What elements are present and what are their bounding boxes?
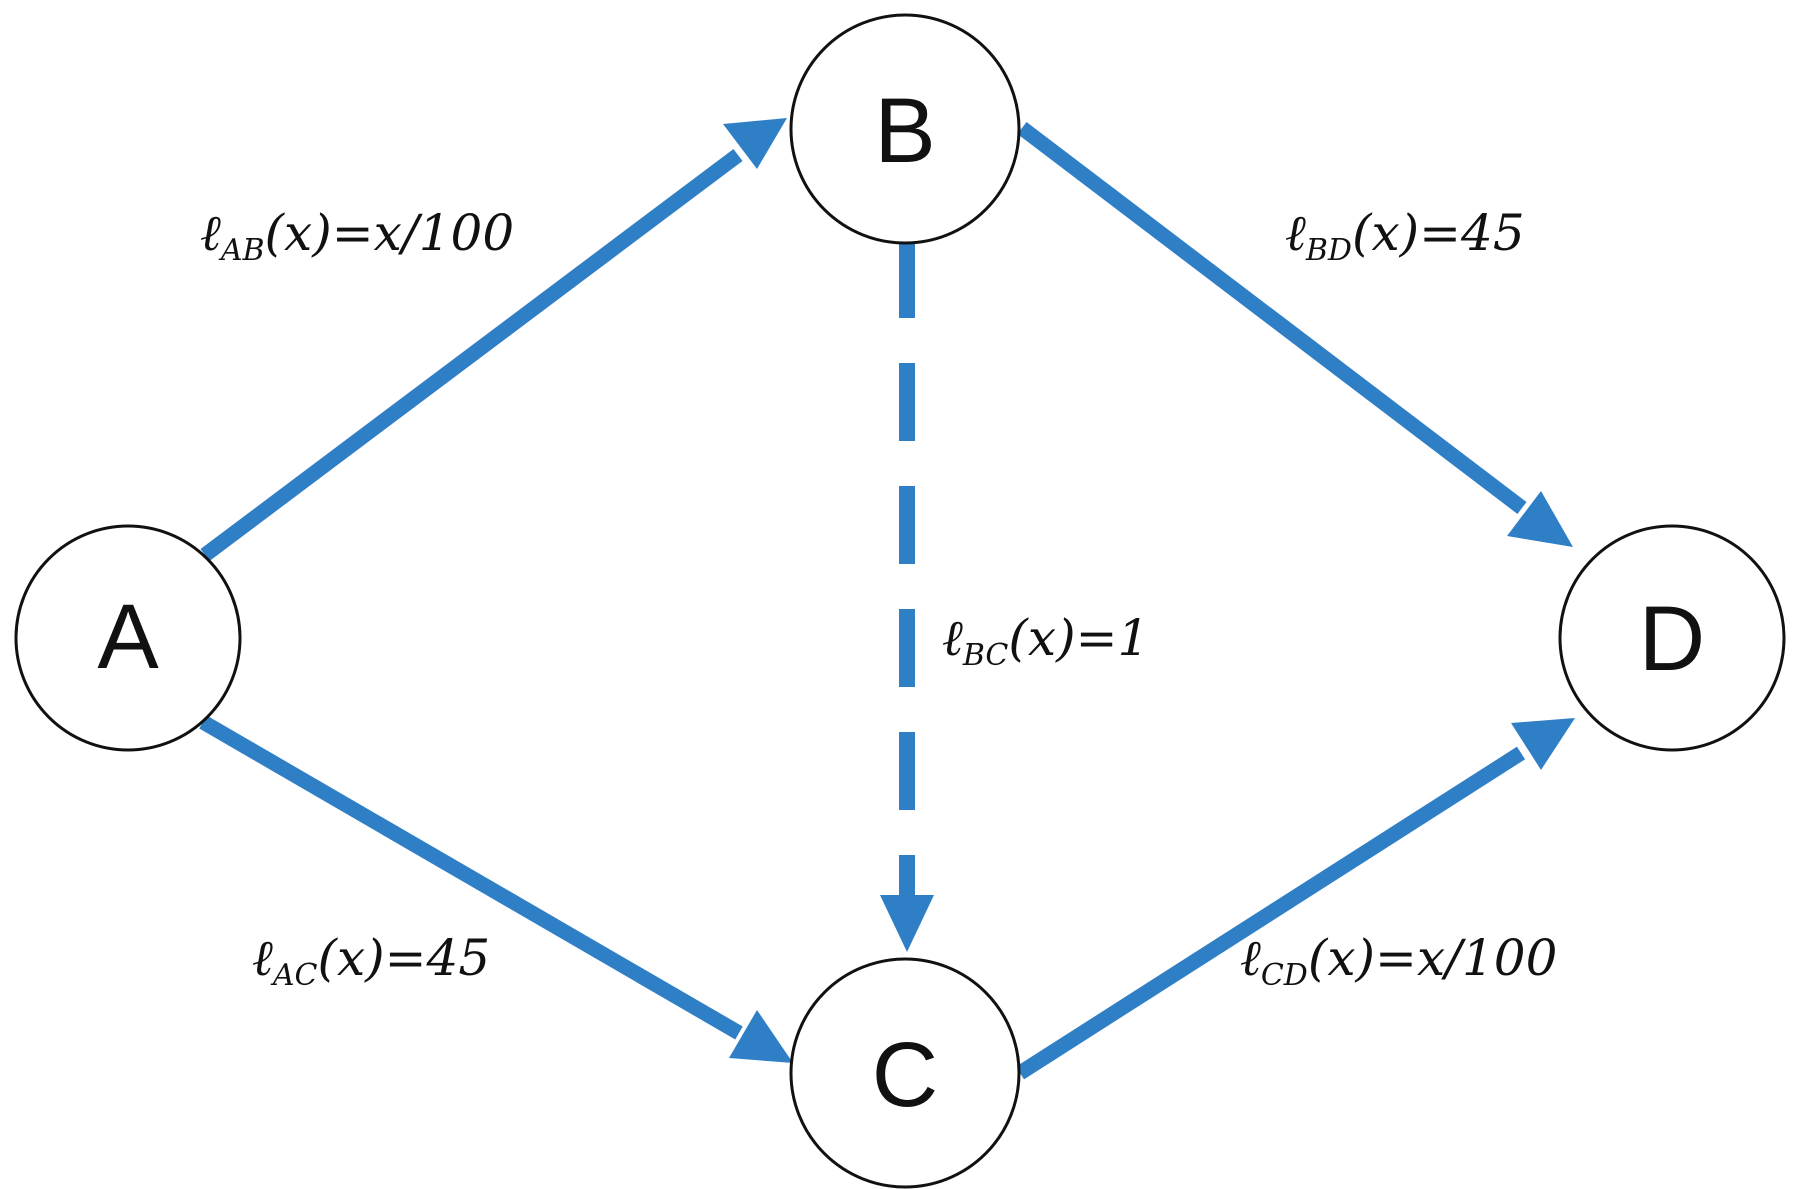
edge-b-c-arrowhead	[880, 895, 934, 952]
node-b-label: B	[874, 80, 935, 182]
label-bd: ℓBD(x)=45	[1285, 204, 1525, 268]
node-c: C	[789, 957, 1021, 1189]
node-a-label: A	[97, 586, 159, 688]
node-b: B	[789, 13, 1021, 245]
label-cd: ℓCD(x)=x/100	[1240, 929, 1557, 993]
edge-b-d	[1017, 122, 1527, 514]
label-ab: ℓAB(x)=x/100	[200, 204, 514, 268]
edge-labels: ℓAB(x)=x/100 ℓBD(x)=45 ℓBC(x)=1 ℓAC(x)=4…	[200, 204, 1557, 993]
edge-c-d-arrowhead	[1511, 718, 1575, 770]
edge-a-b-arrowhead	[723, 118, 787, 169]
edge-b-d-arrowhead	[1507, 491, 1573, 547]
edges	[199, 118, 1575, 1080]
node-a: A	[14, 524, 242, 752]
edge-a-c	[199, 715, 743, 1040]
edge-a-b	[200, 149, 743, 561]
label-bc: ℓBC(x)=1	[942, 609, 1149, 673]
label-ac: ℓAC(x)=45	[252, 929, 490, 993]
nodes: A B C D	[14, 13, 1786, 1189]
node-c-label: C	[872, 1024, 938, 1126]
edge-a-c-arrowhead	[729, 1010, 793, 1063]
node-d: D	[1558, 524, 1786, 752]
node-d-label: D	[1639, 588, 1705, 690]
edge-c-d	[1015, 746, 1526, 1080]
